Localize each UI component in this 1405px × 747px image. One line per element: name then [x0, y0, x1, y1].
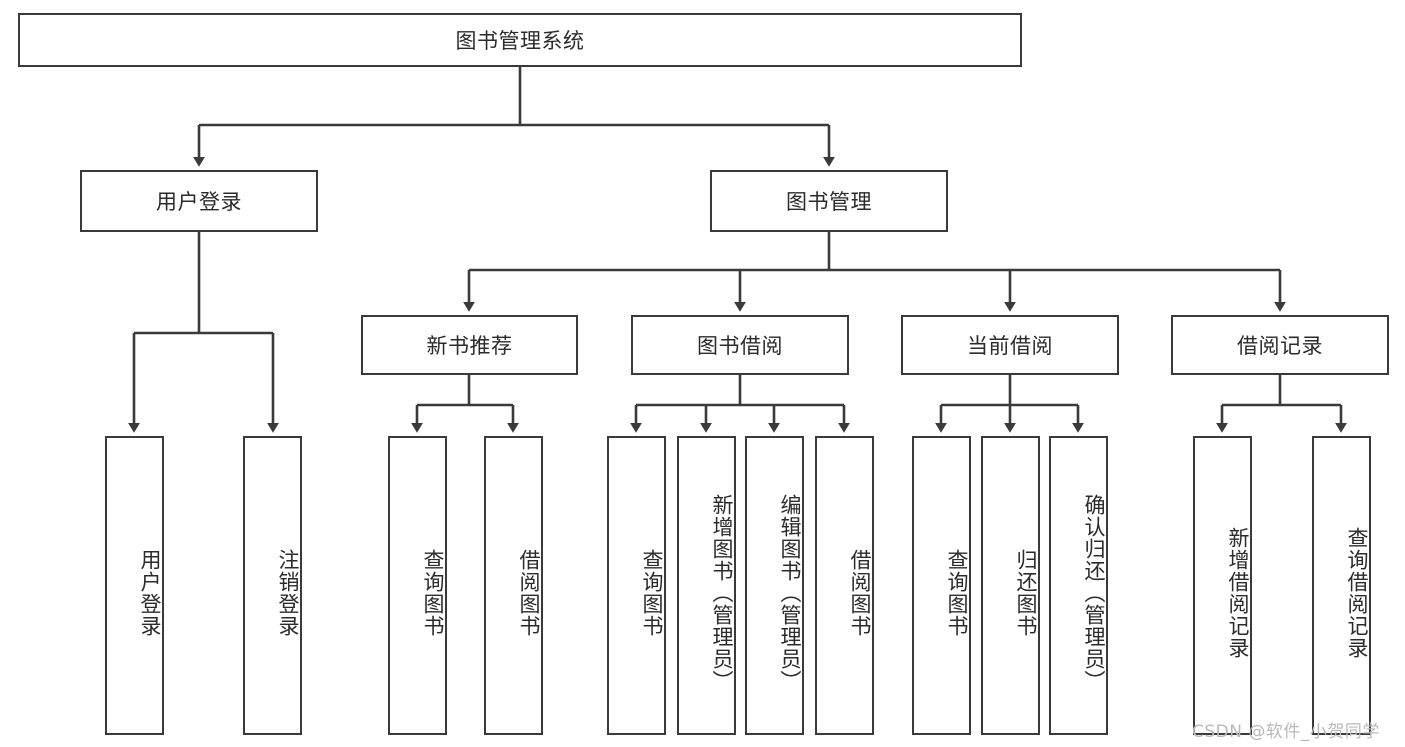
leaf-borrow-book-label: 借阅图书	[848, 548, 872, 637]
leaf-confirm-return-label: 确认归还（管理员）	[1082, 493, 1106, 692]
node-user-login-label: 用户登录	[156, 190, 242, 214]
node-book-borrow[interactable]: 图书借阅	[631, 315, 849, 375]
leaf-add-borrow-record-label: 新增借阅记录	[1226, 526, 1250, 659]
leaf-return-book-label: 归还图书	[1014, 548, 1038, 637]
node-book-borrow-label: 图书借阅	[697, 334, 783, 358]
leaf-query-book-borrow[interactable]: 查询图书	[607, 436, 666, 735]
leaf-borrow-book[interactable]: 借阅图书	[815, 436, 874, 735]
leaf-query-book-current[interactable]: 查询图书	[912, 436, 971, 735]
watermark: CSDN @软件_小贺同学	[1192, 722, 1380, 742]
node-current-borrow[interactable]: 当前借阅	[901, 315, 1119, 375]
node-root-label: 图书管理系统	[455, 29, 585, 53]
leaf-query-borrow-record[interactable]: 查询借阅记录	[1312, 436, 1371, 735]
node-book-manage[interactable]: 图书管理	[710, 170, 948, 232]
node-book-manage-label: 图书管理	[786, 190, 872, 214]
leaf-user-login-label: 用户登录	[138, 548, 162, 637]
leaf-confirm-return[interactable]: 确认归还（管理员）	[1049, 436, 1108, 735]
node-borrow-record[interactable]: 借阅记录	[1171, 315, 1389, 375]
leaf-query-book-borrow-label: 查询图书	[640, 548, 664, 637]
node-current-borrow-label: 当前借阅	[967, 334, 1053, 358]
leaf-add-book[interactable]: 新增图书（管理员）	[677, 436, 736, 735]
leaf-query-book-current-label: 查询图书	[945, 548, 969, 637]
leaf-query-borrow-record-label: 查询借阅记录	[1345, 526, 1369, 659]
leaf-add-book-label: 新增图书（管理员）	[710, 493, 734, 692]
leaf-query-book-recommend[interactable]: 查询图书	[388, 436, 447, 735]
node-user-login[interactable]: 用户登录	[80, 170, 318, 232]
leaf-user-login[interactable]: 用户登录	[105, 436, 164, 735]
leaf-add-borrow-record[interactable]: 新增借阅记录	[1193, 436, 1252, 735]
leaf-edit-book[interactable]: 编辑图书（管理员）	[745, 436, 804, 735]
leaf-borrow-book-recommend-label: 借阅图书	[517, 548, 541, 637]
leaf-edit-book-label: 编辑图书（管理员）	[778, 493, 802, 692]
node-borrow-record-label: 借阅记录	[1237, 334, 1323, 358]
leaf-borrow-book-recommend[interactable]: 借阅图书	[484, 436, 543, 735]
leaf-logout[interactable]: 注销登录	[243, 436, 302, 735]
node-root[interactable]: 图书管理系统	[18, 13, 1022, 67]
leaf-return-book[interactable]: 归还图书	[981, 436, 1040, 735]
leaf-query-book-recommend-label: 查询图书	[421, 548, 445, 637]
node-new-book-recommend[interactable]: 新书推荐	[361, 315, 578, 375]
leaf-logout-label: 注销登录	[276, 548, 300, 637]
node-new-book-recommend-label: 新书推荐	[426, 334, 513, 358]
